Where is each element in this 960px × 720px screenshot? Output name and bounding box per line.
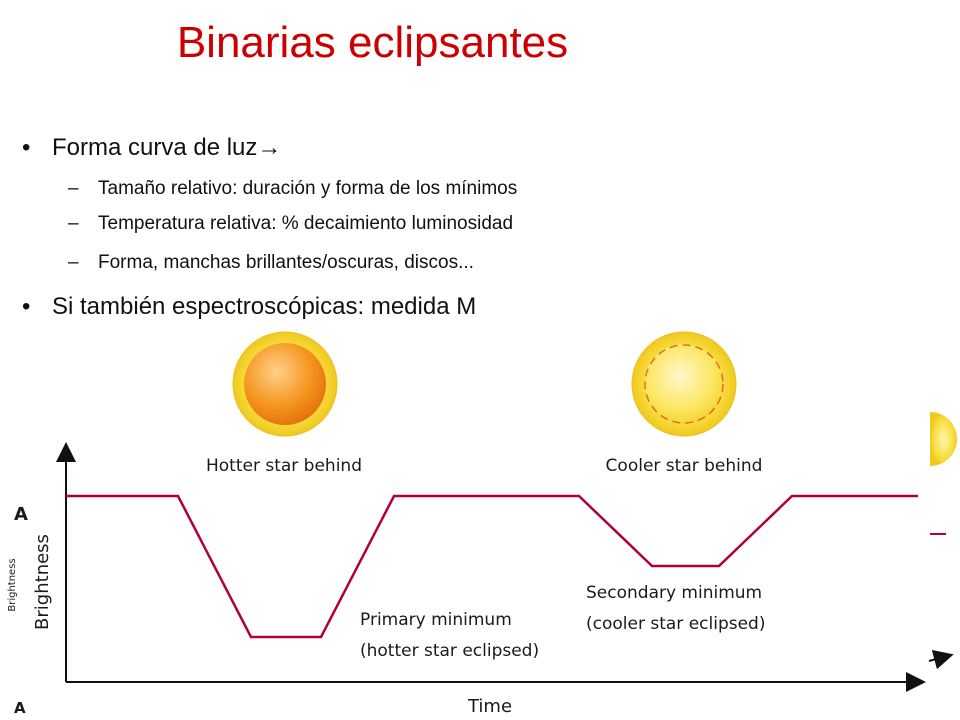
hidden-star-outline <box>644 344 724 424</box>
subitem-text-3: Forma, manchas brillantes/oscuras, disco… <box>98 252 474 273</box>
sub-dash: – <box>68 252 79 273</box>
hotter-star-behind-illustration <box>232 331 338 437</box>
bullet-item-2: • Si también espectroscópicas: medida M <box>22 293 476 321</box>
subitem-text-2: Temperatura relativa: % decaimiento lumi… <box>98 213 514 234</box>
corner-letter-a-top: A <box>14 504 28 525</box>
hotter-star-label: Hotter star behind <box>206 456 362 476</box>
slide-title: Binarias eclipsantes <box>176 18 569 67</box>
bullet-text-1: Forma curva de luz→ <box>52 134 282 161</box>
subitem-1: –Tamaño relativo: duración y forma de lo… <box>68 178 517 200</box>
subitem-2: –Temperatura relativa: % decaimiento lum… <box>68 213 513 235</box>
bullet-dot: • <box>22 134 31 161</box>
y-axis-label: Brightness <box>32 534 53 630</box>
subitem-3: –Forma, manchas brillantes/oscuras, disc… <box>68 252 474 274</box>
cooler-star-behind-illustration <box>631 331 737 437</box>
sub-dash: – <box>68 213 79 234</box>
hot-star-disk <box>244 343 326 425</box>
subitem-text-1: Tamaño relativo: duración y forma de los… <box>98 178 518 199</box>
x-axis-label: Time <box>467 696 512 717</box>
edge-arrow-fragment <box>928 649 954 670</box>
cool-star-disk <box>644 344 724 424</box>
sub-dash: – <box>68 178 79 199</box>
secondary-minimum-label: Secondary minimum <box>586 583 762 603</box>
y-axis-label-small: Brightness <box>7 558 18 611</box>
partial-star-edge <box>930 412 957 466</box>
primary-minimum-note: (hotter star eclipsed) <box>360 641 539 661</box>
primary-minimum-label: Primary minimum <box>360 610 512 630</box>
eclipsing-binary-light-curve-figure: Hotter star behind Cooler star behind Pr… <box>7 331 957 717</box>
corner-letter-a-bottom: A <box>14 699 26 717</box>
cooler-star-label: Cooler star behind <box>606 456 763 476</box>
bullet-item-1: • Forma curva de luz→ <box>22 134 281 162</box>
secondary-minimum-note: (cooler star eclipsed) <box>586 614 765 634</box>
bullet-dot: • <box>22 293 31 320</box>
light-curve <box>66 494 918 639</box>
bullet-text-2: Si también espectroscópicas: medida M <box>52 293 477 320</box>
